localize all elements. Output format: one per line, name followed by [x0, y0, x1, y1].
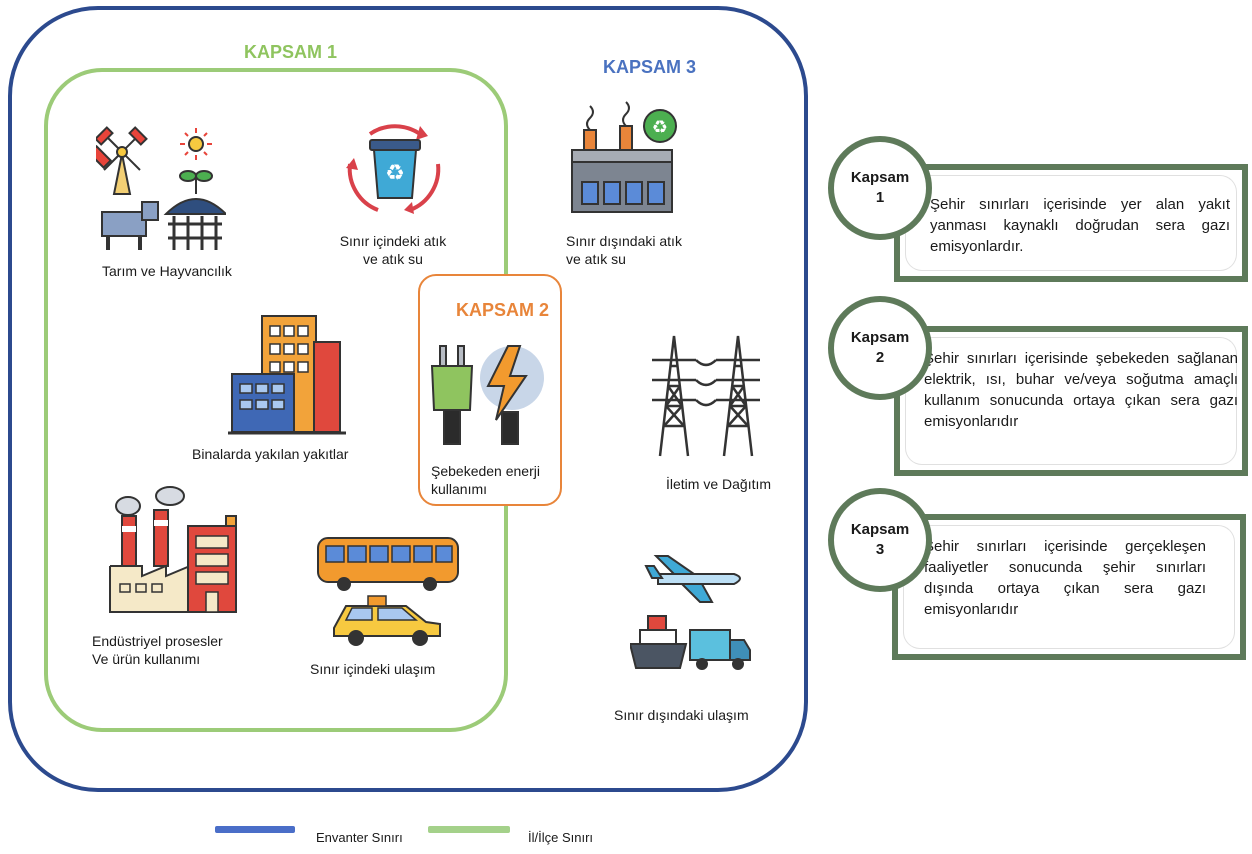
inventory-boundary-legend: Envanter Sınırı: [316, 830, 403, 845]
waste-inside-label: Sınır içindeki atık ve atık su: [339, 233, 447, 267]
agriculture-icon: [96, 124, 226, 254]
plug-lightning-icon: [430, 340, 554, 450]
city-boundary-legend: İl/İlçe Sınırı: [528, 830, 594, 845]
plane-ship-truck-icon: [630, 552, 752, 676]
transmission-label: İletim ve Dağıtım: [666, 476, 772, 492]
buildings-label: Binalarda yakılan yakıtlar: [192, 446, 349, 462]
industrial-label: Endüstriyel prosesler Ve ürün kullanımı: [92, 633, 223, 667]
buildings-icon: [228, 312, 346, 438]
waste-factory-icon: ♻: [568, 98, 680, 216]
scope1-description-card: Şehir sınırları içerisinde yer alan yakı…: [894, 164, 1248, 282]
transport-outside-label: Sınır dışındaki ulaşım: [614, 707, 749, 723]
power-tower-icon: [644, 330, 776, 460]
svg-text:♻: ♻: [385, 161, 405, 186]
scope2-title: KAPSAM 2: [456, 300, 550, 320]
inventory-boundary: [8, 6, 808, 792]
svg-text:♻: ♻: [652, 117, 668, 138]
agriculture-label: Tarım ve Hayvancılık: [102, 263, 232, 279]
scope2-description: Şehir sınırları içerisinde şebekeden sağ…: [924, 350, 1238, 430]
scope1-description: Şehir sınırları içerisinde yer alan yakı…: [930, 196, 1230, 255]
scope3-title: KAPSAM 3: [603, 57, 697, 77]
recycle-bin-icon: ♻: [340, 114, 450, 224]
scope3-description: Şehir sınırları içerisinde gerçekleşen f…: [924, 538, 1206, 618]
scope3-description-card: Şehir sınırları içerisinde gerçekleşen f…: [892, 514, 1246, 660]
inventory-boundary-swatch: [215, 826, 295, 833]
grid-energy-label: Şebekeden enerji kullanımı: [431, 463, 540, 497]
industry-factory-icon: [106, 486, 240, 616]
city-boundary-swatch: [428, 826, 510, 833]
waste-outside-label: Sınır dışındaki atık ve atık su: [566, 233, 682, 267]
scope2-description-card: Şehir sınırları içerisinde şebekeden sağ…: [894, 326, 1248, 476]
bus-taxi-icon: [316, 532, 462, 650]
transport-inside-label: Sınır içindeki ulaşım: [310, 661, 436, 677]
scope1-title: KAPSAM 1: [244, 42, 338, 62]
